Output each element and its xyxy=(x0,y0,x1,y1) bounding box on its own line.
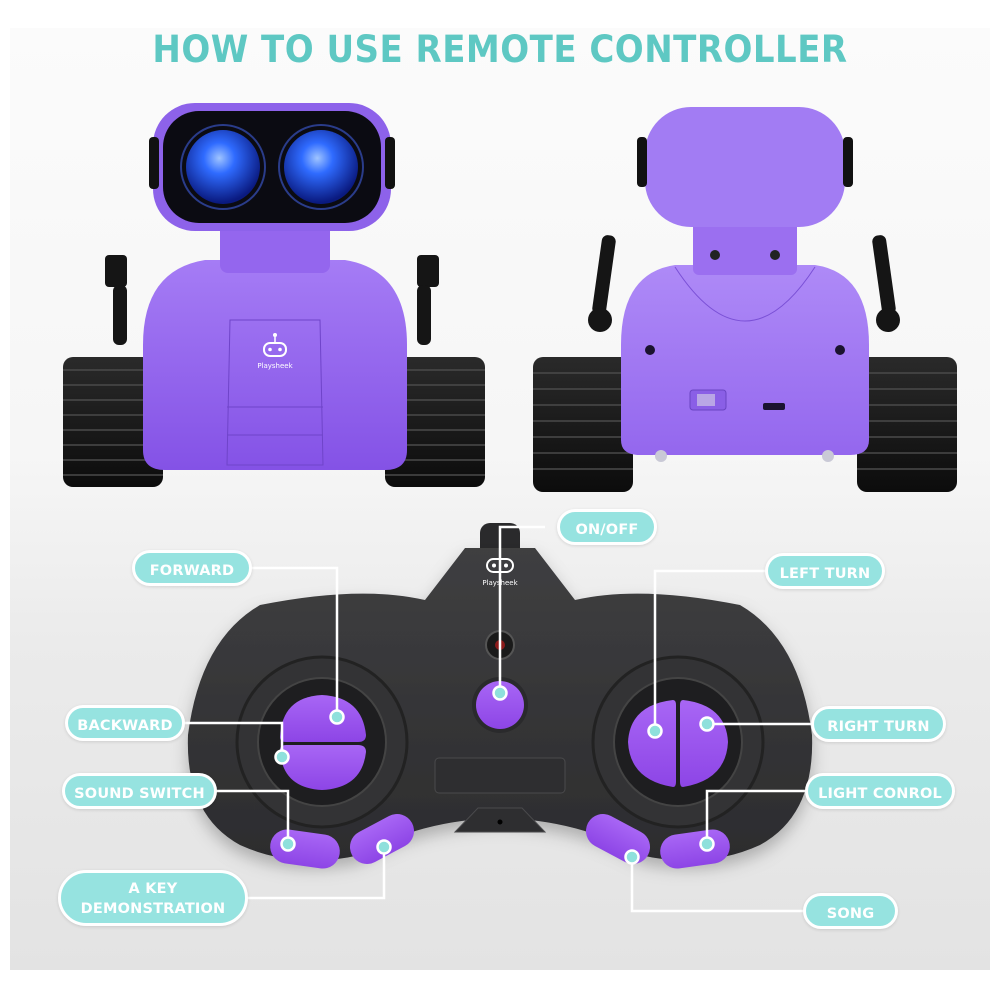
label-key-demonstration: A KEY DEMONSTRATION xyxy=(58,870,248,926)
dot-sound-switch-icon xyxy=(280,836,296,852)
power-button xyxy=(476,681,524,729)
page-title: HOW TO USE REMOTE CONTROLLER xyxy=(152,28,848,71)
label-backward: BACKWARD xyxy=(65,705,185,741)
dot-song-icon xyxy=(624,849,640,865)
label-light-control: LIGHT CONROL xyxy=(805,773,955,809)
eye-right-icon xyxy=(278,124,364,210)
dot-right-turn-icon xyxy=(699,716,715,732)
label-key-demo-line1: A KEY xyxy=(128,881,178,897)
svg-text:Playsheek: Playsheek xyxy=(257,362,293,370)
forward-button xyxy=(280,695,366,742)
label-key-demo-line2: DEMONSTRATION xyxy=(80,901,226,917)
label-forward: FORWARD xyxy=(132,550,252,586)
right-turn-button xyxy=(680,700,728,787)
robot-back-icon xyxy=(533,107,957,492)
dot-demo-icon xyxy=(376,839,392,855)
dot-forward-icon xyxy=(329,709,345,725)
left-turn-button xyxy=(628,700,676,787)
label-right-turn: RIGHT TURN xyxy=(811,706,946,742)
robot-front-icon: Playsheek xyxy=(63,103,485,487)
robot-front-view: Playsheek xyxy=(55,95,495,505)
backward-button xyxy=(280,745,366,790)
dot-light-control-icon xyxy=(699,836,715,852)
label-left-turn: LEFT TURN xyxy=(765,553,885,589)
dot-left-turn-icon xyxy=(647,723,663,739)
label-sound-switch: SOUND SWITCH xyxy=(62,773,217,809)
brand-logo-icon xyxy=(263,333,287,357)
eye-left-icon xyxy=(180,124,266,210)
robot-back-view xyxy=(525,95,965,505)
demo-button xyxy=(349,814,415,864)
dot-onoff-icon xyxy=(492,685,508,701)
label-song: SONG xyxy=(803,893,898,929)
dot-backward-icon xyxy=(274,749,290,765)
label-on-off: ON/OFF xyxy=(557,509,657,545)
